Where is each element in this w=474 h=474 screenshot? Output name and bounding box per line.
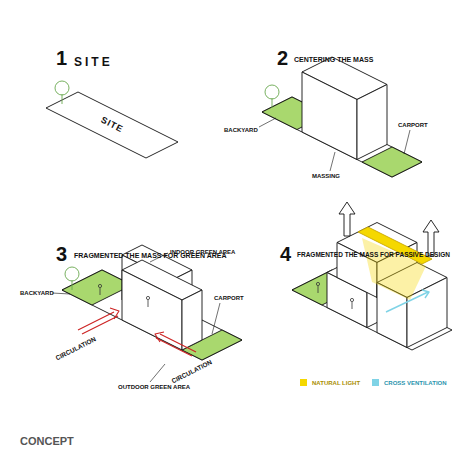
step-number: 1 [56, 48, 67, 68]
front-mass-box [122, 260, 202, 350]
step-number: 2 [277, 48, 288, 68]
ventilation-arrows [339, 202, 439, 256]
human-figures [316, 282, 353, 309]
tree-symbol [65, 267, 79, 290]
cross-ventilation-arrow [386, 290, 429, 312]
massing-box [302, 57, 387, 160]
legend-swatch [300, 379, 307, 386]
area-label: CARPORT [214, 295, 244, 301]
circulation-arrows [78, 308, 196, 356]
step-heading: CENTERING THE MASS [294, 56, 373, 63]
step-heading: FRAGMENTED THE MASS FOR PASSIVE DESIGN [297, 252, 450, 259]
area-label: BACKYARD [224, 127, 258, 133]
sheet-title: CONCEPT [20, 436, 74, 447]
area-label: INDOOR GREEN AREA [170, 249, 235, 255]
backyard-area [62, 270, 132, 305]
leader-lines [259, 118, 410, 171]
step-number: 3 [56, 244, 67, 264]
legend-text: CROSS VENTILATION [384, 380, 447, 386]
leader-lines [52, 253, 220, 382]
area-label: CARPORT [398, 122, 428, 128]
circulation-label: CIRCULATION [55, 336, 97, 362]
tree-symbol [265, 85, 279, 108]
legend-entry: CROSS VENTILATION [372, 379, 447, 386]
area-label: BACKYARD [20, 290, 54, 296]
legend-entry: NATURAL LIGHT [300, 379, 360, 386]
tree-symbol [55, 81, 69, 104]
area-label: MASSING [312, 173, 340, 179]
circulation-label: CIRCULATION [171, 359, 213, 385]
natural-light-rays [362, 238, 426, 300]
legend-swatch [372, 379, 379, 386]
step-number: 4 [280, 244, 291, 264]
step-heading: SITE [74, 56, 113, 68]
site-plane [46, 92, 178, 158]
human-figures [98, 284, 149, 307]
area-label: OUTDOOR GREEN AREA [118, 384, 190, 390]
legend-text: NATURAL LIGHT [312, 380, 360, 386]
